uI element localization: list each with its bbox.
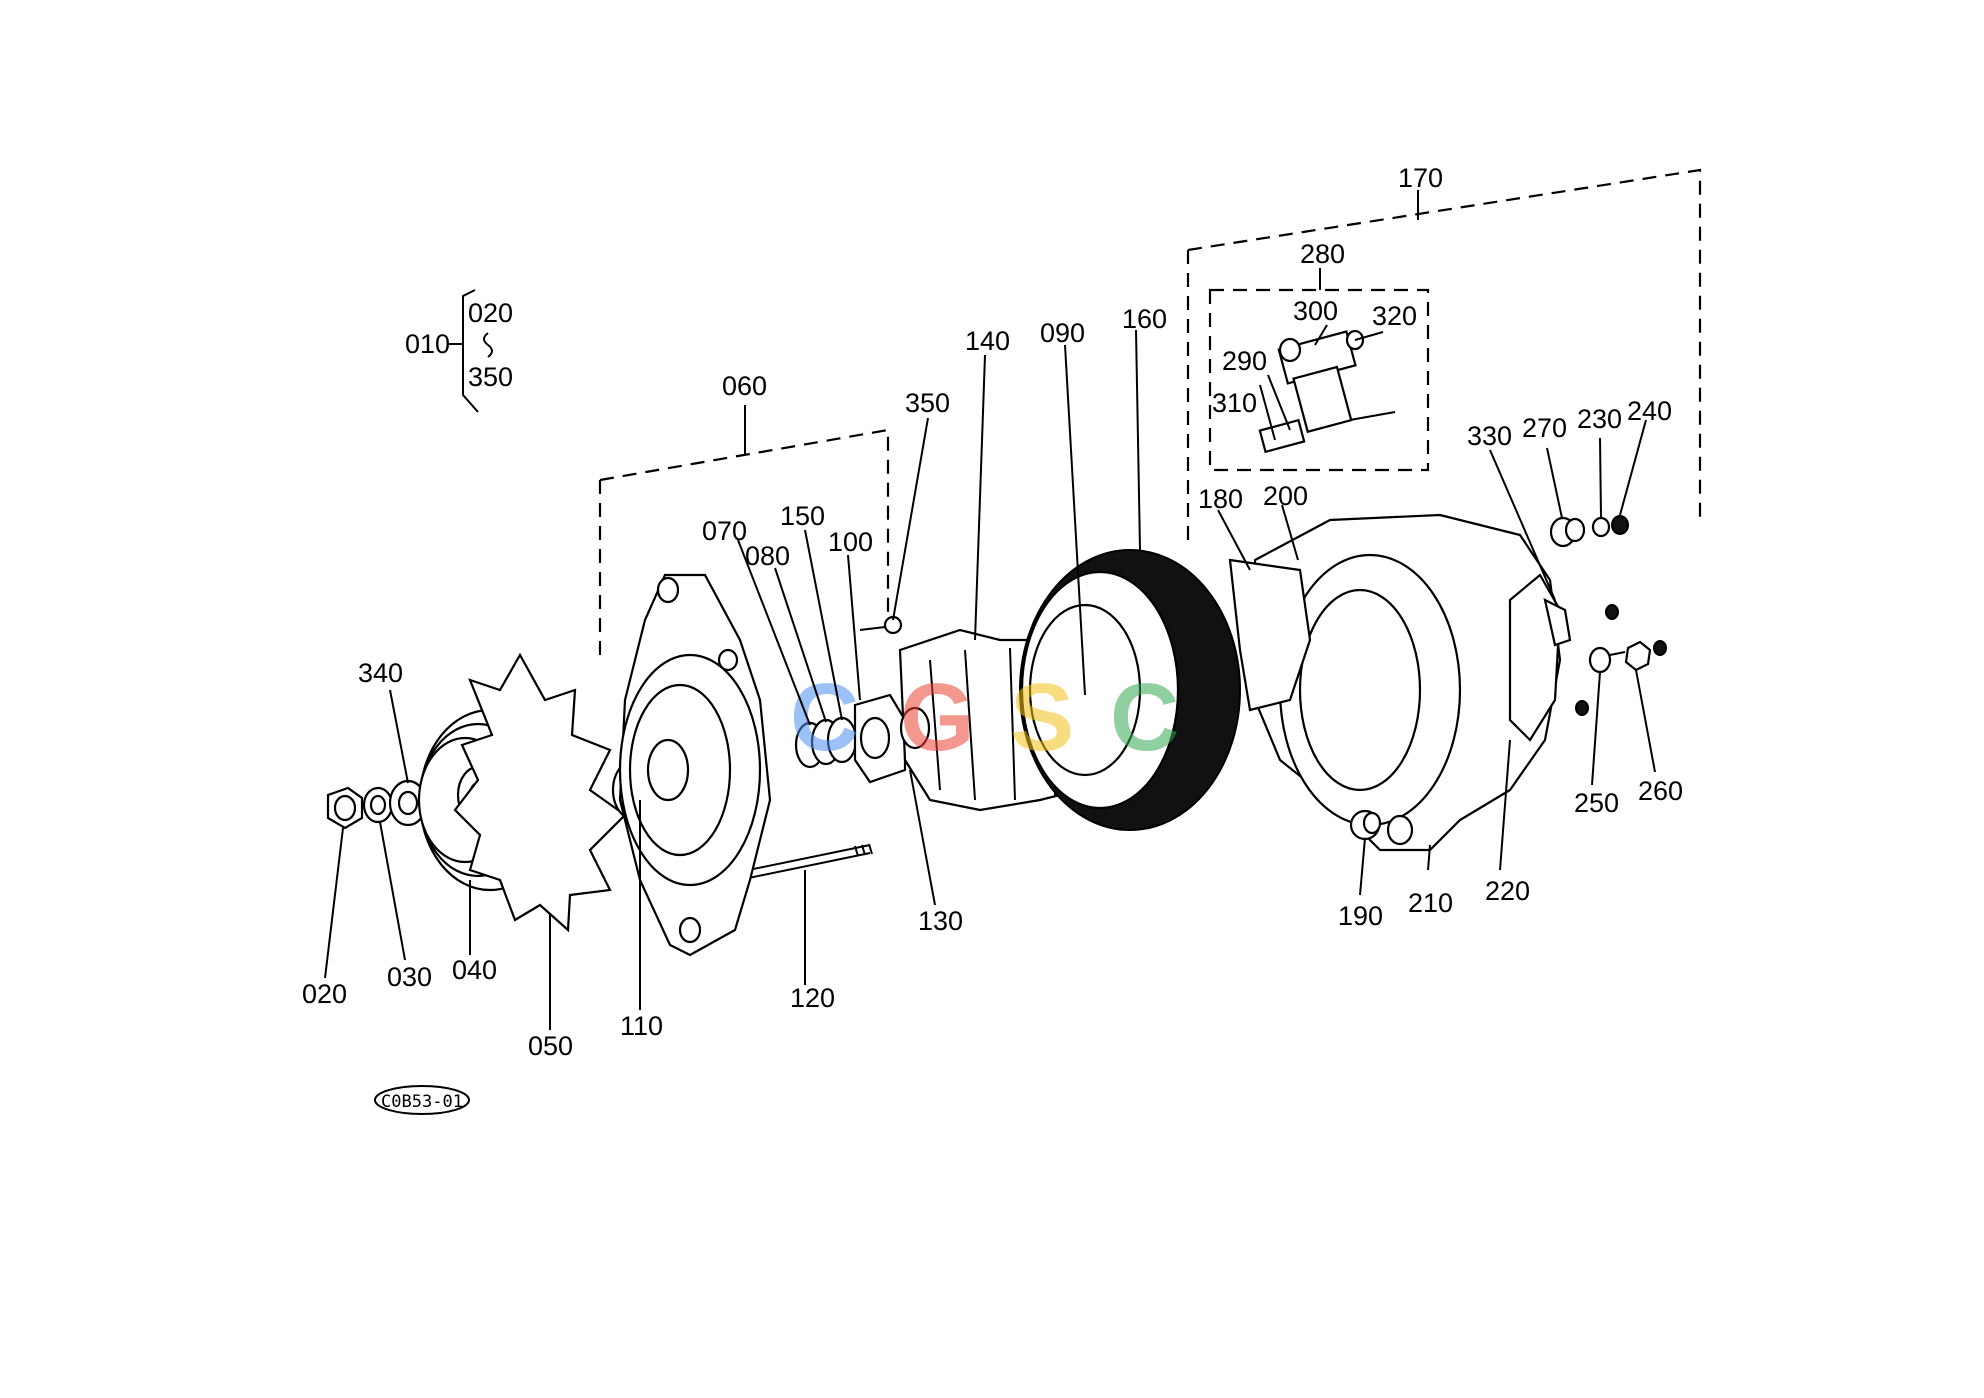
washer-230: [1591, 516, 1611, 538]
terminal-270: [1549, 516, 1586, 548]
part-label-130: 130: [918, 906, 963, 936]
part-label-240: 240: [1627, 396, 1672, 426]
part-label-180: 180: [1198, 484, 1243, 514]
leader-lines: [324, 324, 1656, 1030]
nuts-small: [1575, 604, 1667, 716]
part-label-310: 310: [1212, 388, 1257, 418]
part-label-260: 260: [1638, 776, 1683, 806]
watermark: C G S C: [790, 664, 1179, 771]
rear-housing: [1253, 513, 1562, 852]
part-label-290: 290: [1222, 346, 1267, 376]
screw-350: [859, 615, 903, 635]
part-label-090: 090: [1040, 318, 1085, 348]
part-label-340: 340: [358, 658, 403, 688]
cover-220: [1508, 573, 1562, 742]
assembly-170-bracket: [1186, 168, 1702, 540]
part-label-070: 070: [702, 516, 747, 546]
part-label-170: 170: [1398, 163, 1443, 193]
part-label-050: 050: [528, 1031, 573, 1061]
terminal-330: [1543, 597, 1572, 647]
part-label-250: 250: [1574, 788, 1619, 818]
part-label-030: 030: [387, 962, 432, 992]
stator-160: [1019, 549, 1241, 831]
part-label-280: 280: [1300, 239, 1345, 269]
part-label-320: 320: [1372, 301, 1417, 331]
diagram-code-badge: C0B53-01: [374, 1085, 470, 1115]
fan-050: [453, 652, 627, 933]
terminal-250: [1588, 646, 1626, 674]
bearing-080: [794, 716, 858, 769]
part-label-160: 160: [1122, 304, 1167, 334]
part-label-300: 300: [1293, 296, 1338, 326]
part-label-060: 060: [722, 371, 767, 401]
watermark-letter: S: [1010, 664, 1074, 771]
part-label-120: 120: [790, 983, 835, 1013]
part-label-190: 190: [1338, 901, 1383, 931]
part-labels: 020 030 040 050 060 070 080 090 100 110 …: [302, 163, 1683, 1061]
part-label-100: 100: [828, 527, 873, 557]
nut-240: [1611, 515, 1629, 535]
part-label-330: 330: [1467, 421, 1512, 451]
watermark-letter: G: [900, 664, 975, 771]
part-label-210: 210: [1408, 888, 1453, 918]
assembly-060-bracket: [598, 405, 890, 660]
diagram-code: C0B53-01: [381, 1092, 463, 1112]
brush-holder-280: [1258, 329, 1396, 454]
range-from-label: 020: [468, 298, 513, 328]
part-label-200: 200: [1263, 481, 1308, 511]
nut-020: [326, 786, 364, 830]
range-bracket: [448, 289, 493, 413]
range-group-label: 010: [405, 329, 450, 359]
assembly-280-box: [1208, 268, 1430, 472]
watermark-letter: C: [1110, 664, 1179, 771]
part-label-080: 080: [745, 541, 790, 571]
part-label-020: 020: [302, 979, 347, 1009]
part-label-140: 140: [965, 326, 1010, 356]
part-label-350: 350: [905, 388, 950, 418]
part-label-270: 270: [1522, 413, 1567, 443]
part-label-220: 220: [1485, 876, 1530, 906]
part-label-150: 150: [780, 501, 825, 531]
front-housing: [618, 573, 772, 957]
part-label-110: 110: [620, 1011, 663, 1041]
washer-030: [362, 786, 394, 824]
bearing-retainer-100: [853, 693, 907, 784]
collar-190: [1349, 809, 1382, 841]
range-to-label: 350: [468, 362, 513, 392]
nut-260: [1624, 640, 1652, 672]
part-label-230: 230: [1577, 404, 1622, 434]
part-label-040: 040: [452, 955, 497, 985]
diode-plate-180: [1228, 558, 1312, 712]
